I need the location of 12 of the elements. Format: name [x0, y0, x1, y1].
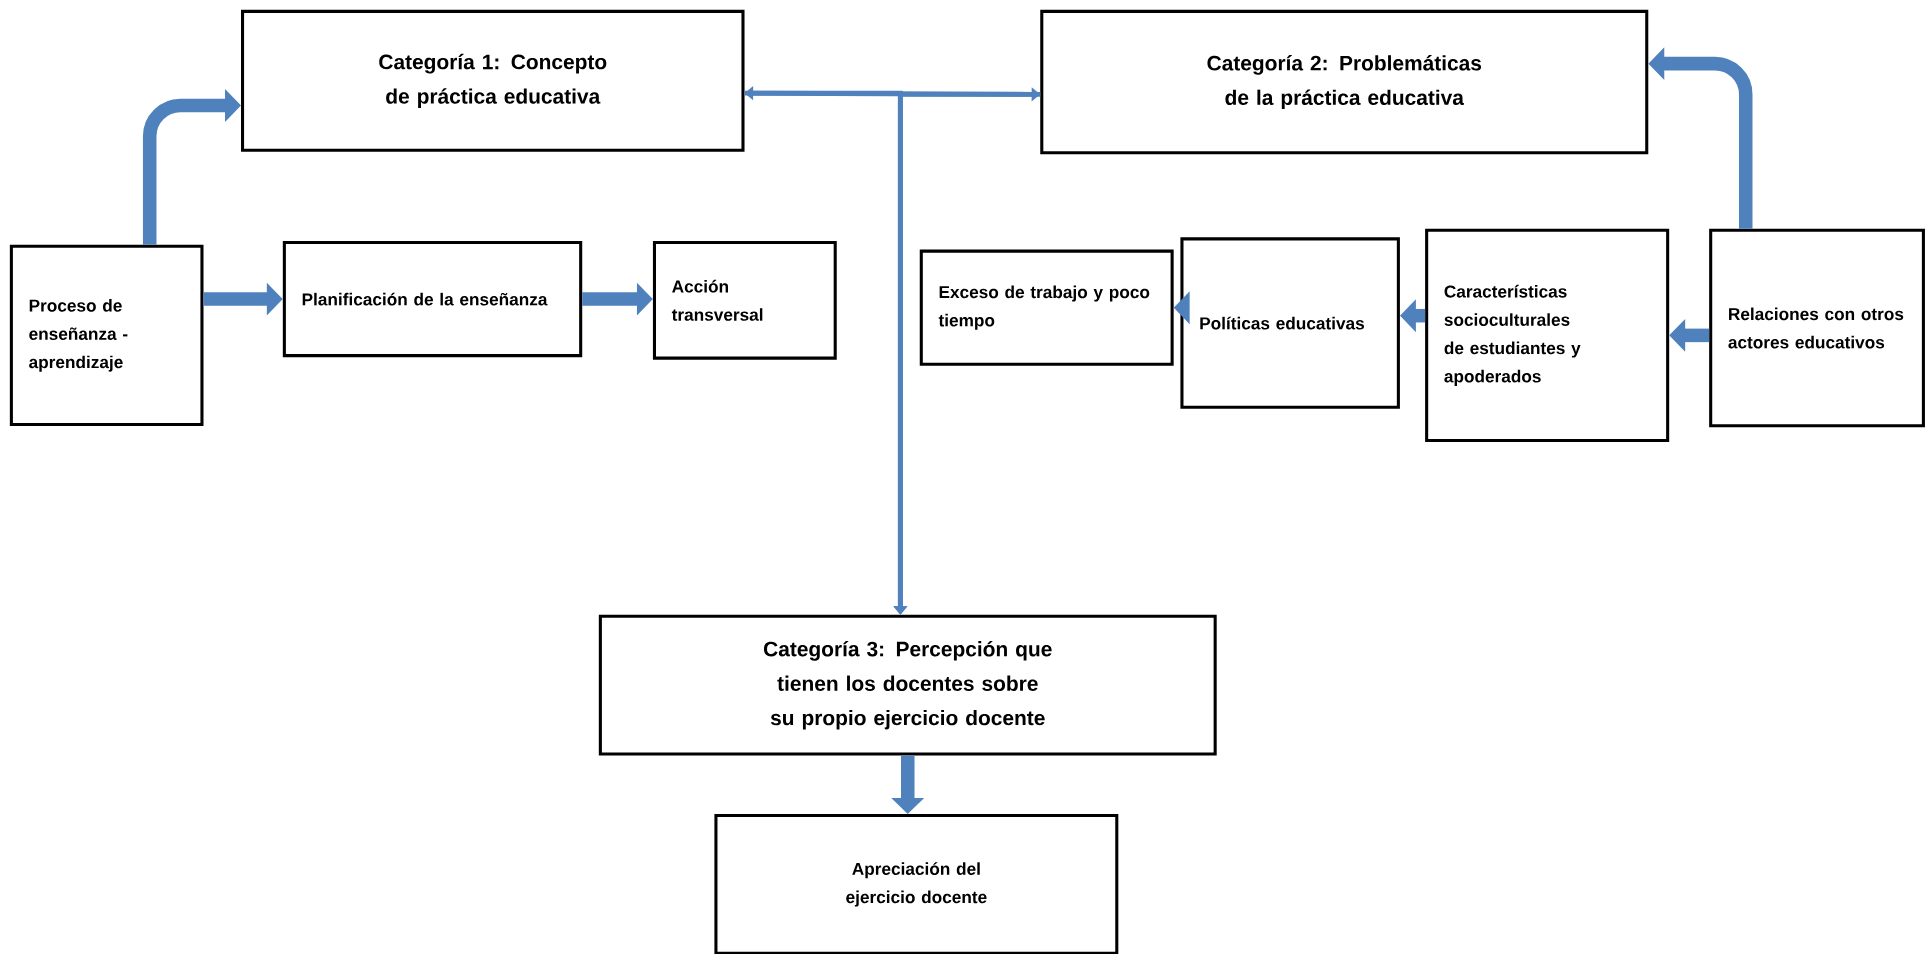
- process-box: Acción transversal: [652, 240, 837, 360]
- process-box: Apreciación del ejercicio docente: [714, 813, 1119, 954]
- block-arrow: [142, 88, 241, 245]
- process-box: Características socioculturales de estudiantes y apoderados: [1425, 228, 1670, 442]
- category-box: Categoría 1: Concepto de práctica educativa: [241, 9, 745, 152]
- process-box: Exceso de trabajo y poco tiempo: [919, 249, 1174, 366]
- process-box: Proceso de enseñanza - aprendizaje: [9, 244, 204, 426]
- category-box: Categoría 3: Percepción que tienen los docentes sobre su propio ejercicio docente: [598, 614, 1217, 756]
- process-box: Relaciones con otros actores educativos: [1709, 228, 1925, 428]
- process-box: Políticas educativas: [1180, 237, 1400, 409]
- category-box: Categoría 2: Problemáticas de la práctica educativa: [1040, 9, 1649, 155]
- process-box: Planificación de la enseñanza: [282, 240, 583, 358]
